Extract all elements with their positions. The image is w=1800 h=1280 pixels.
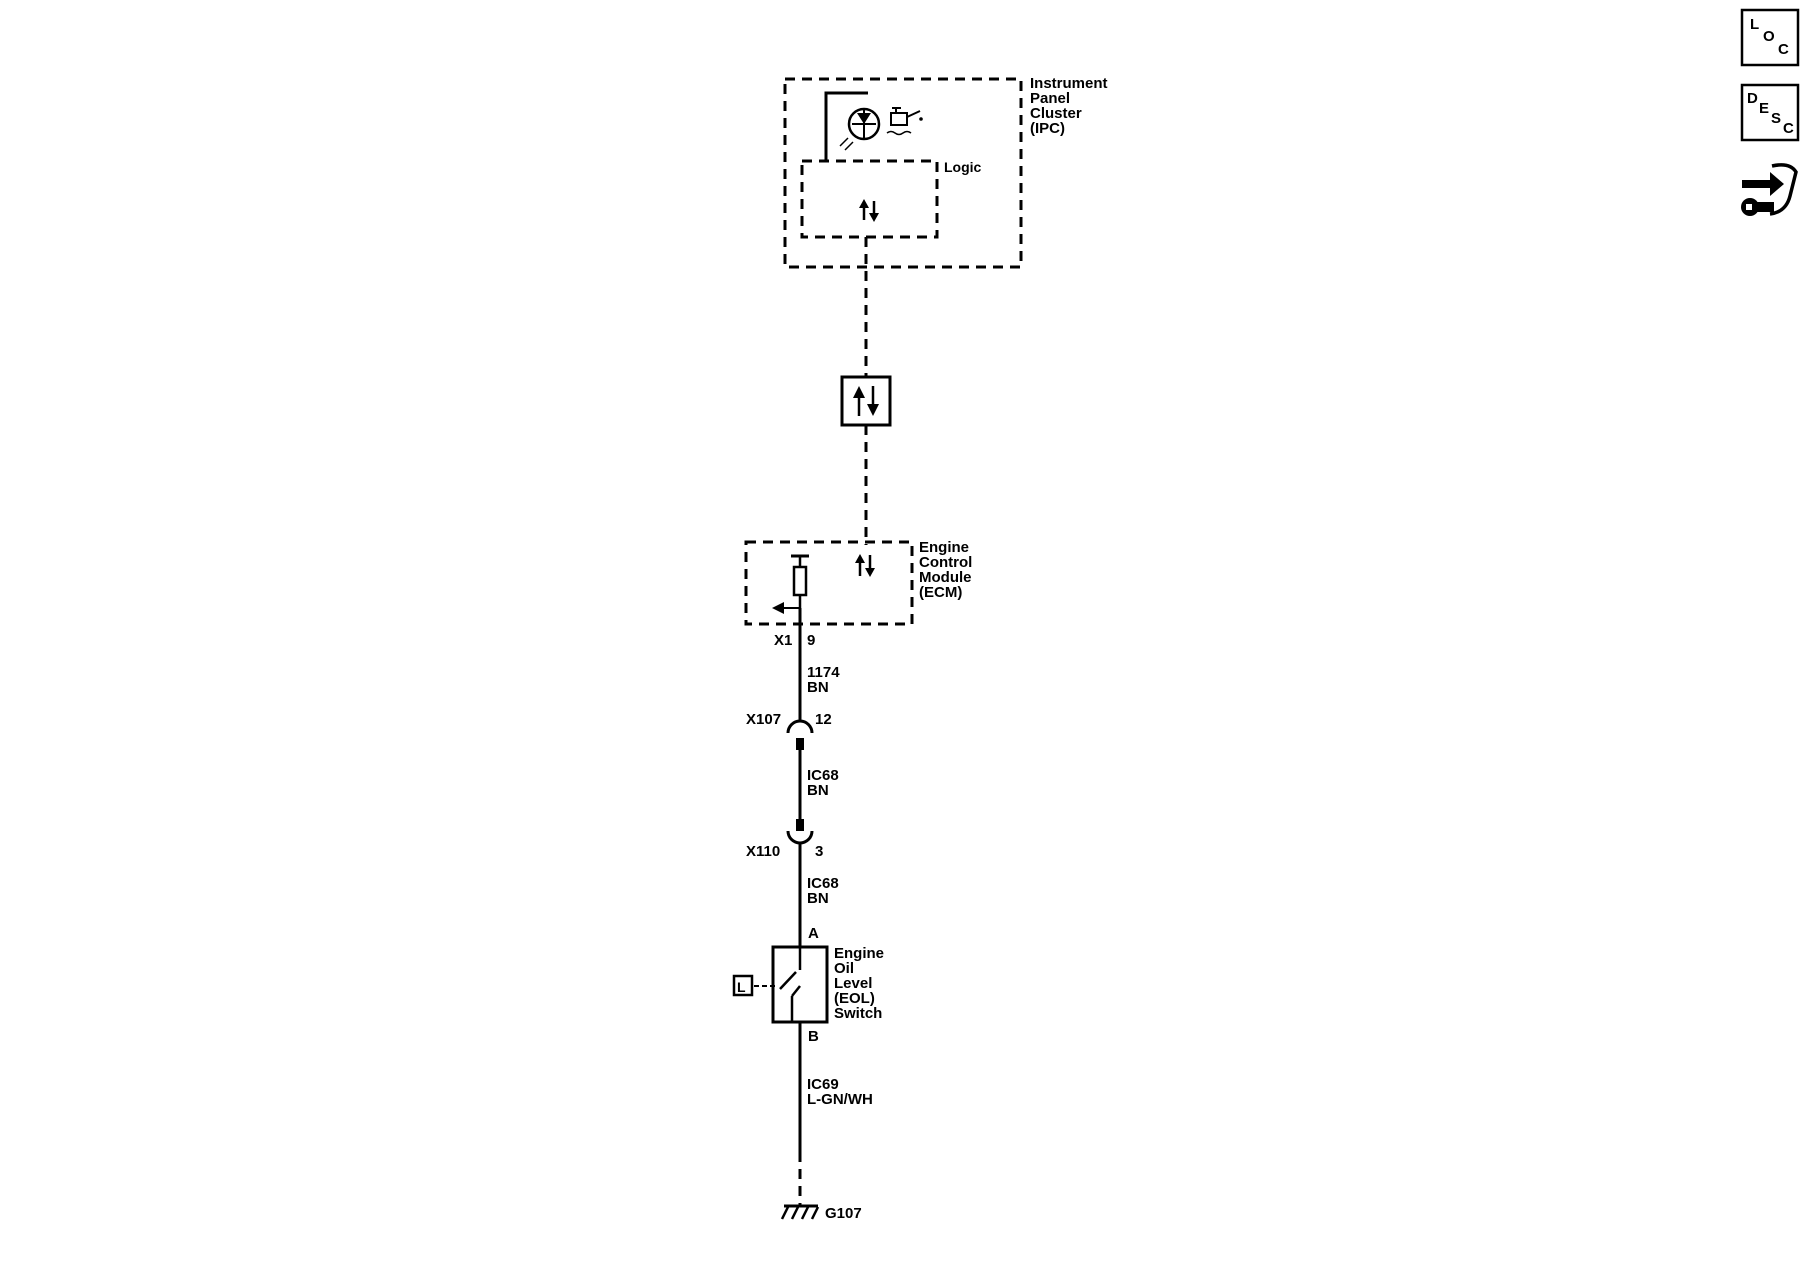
ground-icon[interactable] xyxy=(780,1204,820,1220)
oil-can-icon xyxy=(886,107,923,136)
ecm-boundary xyxy=(744,540,914,626)
wire-ic68-upper-label: IC68 BN xyxy=(807,767,843,799)
switch-contact-icon xyxy=(779,971,797,990)
ecm-data-arrows-icon xyxy=(855,554,875,577)
x107-label: X107 xyxy=(746,711,781,728)
svg-text:C: C xyxy=(1778,41,1789,58)
svg-text:S: S xyxy=(1771,110,1781,127)
eol-switch-label: Engine Oil Level (EOL) Switch xyxy=(834,945,888,1022)
loc-button[interactable]: L O C xyxy=(1740,8,1800,67)
svg-text:C: C xyxy=(1783,120,1794,137)
wire-ic68-lower-label: IC68 BN xyxy=(807,875,843,907)
switch-pin-a-label: A xyxy=(808,925,819,942)
pullup-resistor-icon xyxy=(772,554,809,614)
x110-pin-label: 3 xyxy=(815,843,823,860)
ipc-boundary xyxy=(783,77,1023,269)
ipc-logic-label: Logic xyxy=(944,159,982,175)
location-ref-box[interactable]: L xyxy=(732,974,754,997)
data-arrows-icon xyxy=(859,199,879,222)
inline-connector-x107[interactable] xyxy=(786,719,814,750)
inline-connector-x110[interactable] xyxy=(786,819,814,845)
svg-text:L: L xyxy=(737,979,746,995)
switch-pin-b-label: B xyxy=(808,1028,819,1045)
svg-text:O: O xyxy=(1763,28,1775,45)
x107-pin-label: 12 xyxy=(815,711,832,728)
ground-label: G107 xyxy=(825,1205,862,1222)
svg-text:E: E xyxy=(1759,100,1769,117)
wire-1174-label: 1174 BN xyxy=(807,664,844,696)
ipc-logic-boundary xyxy=(800,159,939,239)
ipc-label: Instrument Panel Cluster (IPC) xyxy=(1030,75,1112,137)
oil-warning-lamp-icon xyxy=(824,91,881,161)
svg-text:L: L xyxy=(1750,16,1759,33)
svg-text:D: D xyxy=(1747,90,1758,107)
ecm-connector-label: X1 xyxy=(774,632,792,649)
eol-switch[interactable] xyxy=(754,945,829,1024)
x110-label: X110 xyxy=(746,843,780,860)
ecm-module[interactable]: Engine Control Module (ECM) xyxy=(744,539,977,626)
serial-data-box[interactable] xyxy=(840,375,892,427)
serial-data-arrows-icon xyxy=(853,386,879,416)
ipc-module[interactable]: Logic Instrument Panel Cluster (IPC) xyxy=(783,75,1112,269)
repair-tools-icon[interactable] xyxy=(1741,163,1798,216)
ecm-label: Engine Control Module (ECM) xyxy=(919,539,977,601)
ecm-pin-label: 9 xyxy=(807,632,815,649)
desc-button[interactable]: D E S C xyxy=(1740,83,1800,142)
wire-ic69-label: IC69 L-GN/WH xyxy=(807,1076,873,1108)
